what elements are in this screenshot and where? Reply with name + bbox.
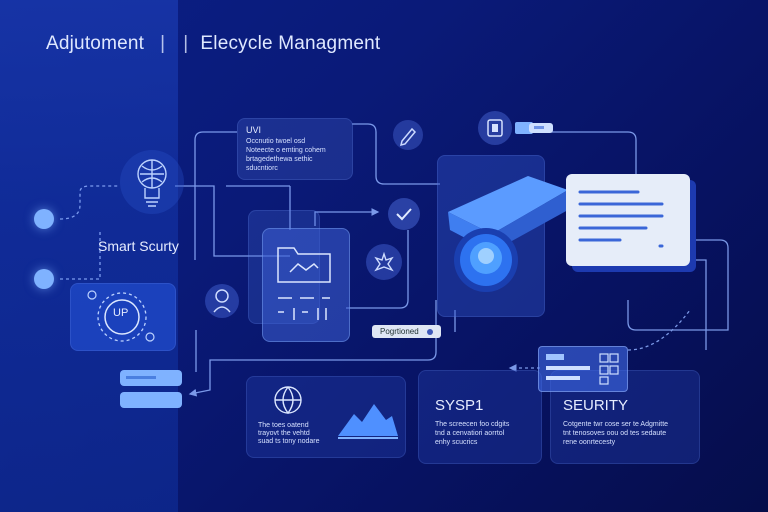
globe-card-body: The toes oatend trayovt the vehtd suad t… — [258, 422, 320, 445]
security-camera-icon[interactable] — [440, 168, 600, 298]
sys-card — [418, 370, 542, 464]
info-icon — [426, 328, 433, 335]
header: Adjutoment | | Elecycle Managment — [46, 33, 380, 55]
globe-icon — [274, 386, 302, 415]
document-panel[interactable] — [566, 174, 690, 266]
lightbulb-icon — [137, 159, 167, 207]
top-note-title: UVI — [246, 125, 262, 135]
database-stack-icon[interactable] — [118, 368, 184, 412]
mountain-chart-icon — [338, 404, 398, 439]
folder-panel[interactable] — [262, 228, 350, 342]
node-dot — [34, 209, 54, 229]
top-note-body: Occnutio twoel osd Noteecte o emting coh… — [246, 138, 326, 172]
header-separator: | — [183, 33, 189, 54]
top-note-card — [237, 118, 353, 180]
header-right-title: Elecycle Managment — [200, 33, 381, 54]
mask-bubble — [366, 244, 402, 280]
node-dot — [34, 269, 54, 289]
sys-card-title: SYSP1 — [435, 397, 484, 414]
gear-icon[interactable] — [372, 250, 396, 274]
shield-badge-icon[interactable] — [86, 289, 158, 345]
person-icon[interactable] — [211, 288, 233, 314]
sys-card-body: The screecen foo cdgits tnd a cenvatiori… — [435, 421, 510, 446]
status-badge-label: Pogrtioned — [380, 327, 419, 336]
pen-icon[interactable] — [391, 118, 425, 152]
key-lock-icon[interactable] — [477, 108, 557, 148]
security-card-title: SEURITY — [563, 397, 629, 414]
form-widget-icon — [546, 353, 619, 385]
status-badge: Pogrtioned — [372, 325, 441, 338]
check-circle-icon[interactable] — [386, 196, 422, 232]
header-separator: | — [160, 33, 166, 54]
uvp-label: UP — [113, 307, 129, 319]
folder-icon — [277, 247, 331, 320]
header-left-title: Adjutoment — [46, 33, 145, 54]
security-card-body: Cotgente twr cose ser te Adgmitte tnt te… — [563, 421, 669, 446]
smart-security-label: Smart Scurty — [98, 238, 179, 254]
left-band — [0, 0, 178, 512]
document-panel-icon — [578, 190, 664, 248]
